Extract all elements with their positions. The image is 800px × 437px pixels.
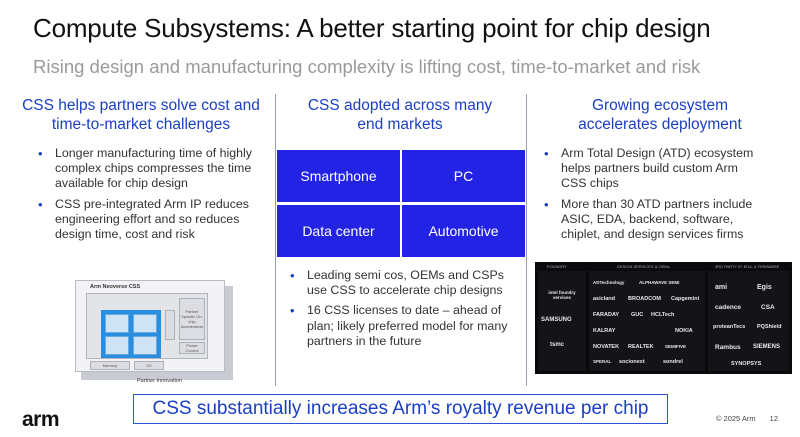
- diagram-io-block: I/O: [134, 361, 164, 370]
- diagram-shadow-bottom: [81, 372, 233, 380]
- logo-csa: CSA: [761, 304, 775, 311]
- right-bullet-2: More than 30 ATD partners include ASIC, …: [541, 197, 766, 243]
- foundry-band: [538, 271, 586, 371]
- right-column-heading: Growing ecosystem accelerates deployment: [578, 97, 742, 133]
- column-divider-right: [526, 94, 527, 386]
- logo-nokia: NOKIA: [675, 328, 693, 334]
- left-column-heading: CSS helps partners solve cost and time-t…: [22, 97, 260, 133]
- logo-ami: ami: [715, 284, 728, 291]
- logo-socionext: socionext: [619, 359, 645, 365]
- design-services-band: [589, 271, 705, 371]
- slide-subtitle: Rising design and manufacturing complexi…: [33, 56, 701, 77]
- logo-adtechnology: ADTechnology: [593, 280, 625, 285]
- tile-smartphone: Smartphone: [277, 150, 400, 202]
- logo-cadence: cadence: [715, 304, 742, 311]
- logo-synopsys: SYNOPSYS: [731, 361, 762, 367]
- logo-semifive: SEMIFIVE: [665, 344, 687, 349]
- arm-logo: arm: [22, 408, 60, 431]
- neoverse-css-diagram: Arm Neoverse CSS Partner Specific On-chi…: [75, 280, 243, 388]
- left-bullet-1: Longer manufacturing time of highly comp…: [35, 146, 263, 192]
- logo-siemens: SIEMENS: [753, 344, 781, 350]
- right-bullet-list: Arm Total Design (ATD) ecosystem helps p…: [541, 146, 766, 247]
- diagram-core-cell: [105, 336, 129, 355]
- diagram-core-cell: [105, 314, 129, 333]
- column-divider-left: [275, 94, 276, 386]
- copyright-text: © 2025 Arm: [715, 414, 756, 423]
- foundry-header: FOUNDRY: [547, 264, 567, 269]
- middle-column-heading: CSS adopted across many end markets: [307, 97, 493, 133]
- right-bullet-1: Arm Total Design (ATD) ecosystem helps p…: [541, 146, 766, 192]
- diagram-outer-box: Arm Neoverse CSS Partner Specific On-chi…: [75, 280, 225, 372]
- left-bullet-list: Longer manufacturing time of highly comp…: [35, 146, 263, 247]
- third-party-header: 3RD PARTY IP, EDA, & FIRMWARE: [715, 264, 780, 269]
- logo-kalray: KALRAY: [593, 328, 616, 334]
- tile-automotive: Automotive: [402, 205, 525, 257]
- logo-hcltech: HCLTech: [651, 312, 675, 318]
- diagram-shadow-right: [225, 286, 233, 380]
- tile-data-center: Data center: [277, 205, 400, 257]
- design-services-header: DESIGN SERVICES & OEMs: [617, 264, 670, 269]
- logo-proteantecs: proteanTecs: [713, 324, 746, 330]
- page-number: 12: [769, 414, 778, 423]
- diagram-footer-label: Partner Innovation: [137, 378, 182, 384]
- slide-title: Compute Subsystems: A better starting po…: [33, 13, 711, 43]
- diagram-power-control-block: Power Control: [179, 342, 205, 354]
- footer-info: © 2025 Arm 12: [716, 414, 778, 423]
- diagram-inner-box: Partner Specific On-chip Accelerators Po…: [86, 293, 208, 359]
- logo-intel: intel foundry services: [548, 290, 576, 300]
- left-bullet-2: CSS pre-integrated Arm IP reduces engine…: [35, 197, 263, 243]
- royalty-banner: CSS substantially increases Arm’s royalt…: [133, 394, 668, 424]
- middle-bullet-1: Leading semi cos, OEMs and CSPs use CSS …: [287, 268, 515, 298]
- logo-alphawave: ALPHAWAVE SEMI: [639, 280, 680, 285]
- logo-speral: SPERAL: [593, 359, 612, 364]
- diagram-core-cell: [133, 314, 157, 333]
- logo-rambus: Rambus: [715, 344, 741, 351]
- tile-pc: PC: [402, 150, 525, 202]
- ecosystem-partner-panel: FOUNDRY DESIGN SERVICES & OEMs 3RD PARTY…: [535, 262, 792, 374]
- logo-samsung: SAMSUNG: [541, 317, 572, 323]
- logo-realtek: REALTEK: [628, 344, 654, 350]
- logo-broadcom: BROADCOM: [628, 296, 661, 302]
- logo-guc: GUC: [631, 312, 644, 318]
- logo-asicland: asicland: [593, 296, 616, 302]
- diagram-core-cell: [133, 336, 157, 355]
- logo-egis: Egis: [757, 284, 772, 291]
- logo-pqshield: PQShield: [757, 324, 782, 330]
- diagram-title: Arm Neoverse CSS: [90, 284, 141, 290]
- logo-tsmc: tsmc: [550, 342, 565, 348]
- middle-bullet-2: 16 CSS licenses to date – ahead of plan;…: [287, 303, 515, 349]
- diagram-memory-block: Memory: [90, 361, 130, 370]
- logo-faraday: FARADAY: [593, 312, 620, 318]
- third-party-band: [708, 271, 789, 371]
- diagram-accelerator-block: Partner Specific On-chip Accelerators: [179, 298, 205, 340]
- diagram-security-block: [165, 310, 175, 340]
- diagram-core-cluster: [101, 310, 161, 358]
- middle-bullet-list: Leading semi cos, OEMs and CSPs use CSS …: [287, 268, 515, 354]
- logo-sondrel: sondrel: [663, 359, 683, 365]
- logo-novatek: NOVATEK: [593, 344, 620, 350]
- logo-capgemini: Capgemini: [671, 296, 700, 302]
